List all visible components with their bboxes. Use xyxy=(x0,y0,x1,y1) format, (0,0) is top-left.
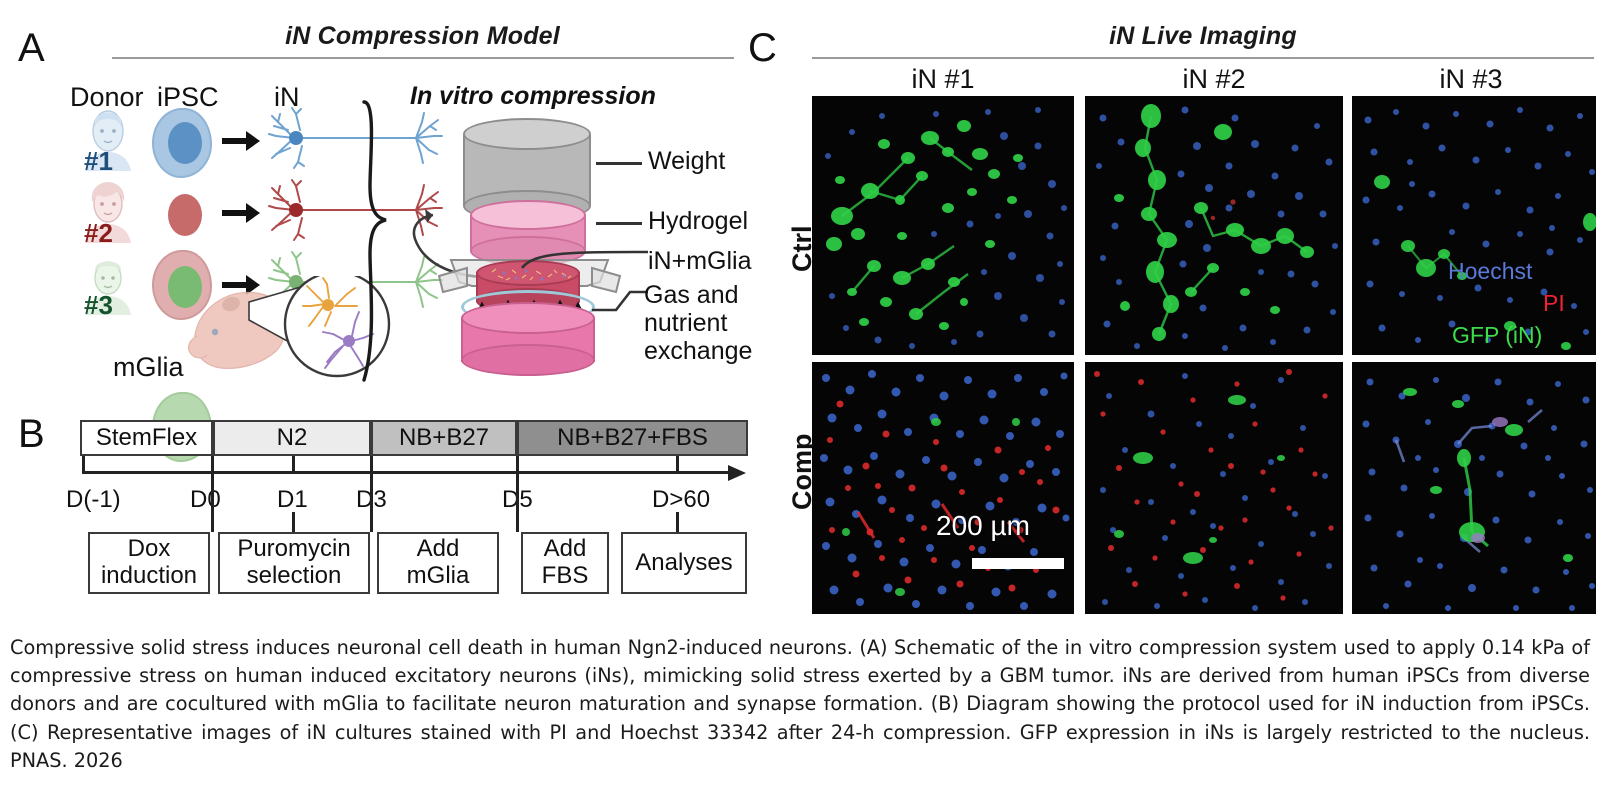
lead-line-culture xyxy=(520,250,649,269)
day-label-d0: D0 xyxy=(190,486,221,513)
lead-line-weight xyxy=(596,162,642,165)
panel-a-rule xyxy=(112,57,734,59)
apparatus-label-gas2: nutrient xyxy=(644,309,728,337)
neuron-icon-1 xyxy=(268,107,443,169)
weight-top xyxy=(463,118,591,150)
media-bar-nbb27: NB+B27 xyxy=(371,420,517,456)
micrograph-comp-in3 xyxy=(1352,362,1596,614)
event-box-puromycin-line2: selection xyxy=(246,562,342,589)
event-box-mglia: Add mGlia xyxy=(377,532,499,594)
arrow-icon-1 xyxy=(222,130,260,152)
event-box-dox-line2: induction xyxy=(100,562,198,589)
day-label-d1: D1 xyxy=(277,486,308,513)
culture-surface xyxy=(476,260,580,286)
micrograph-comp-in1: 200 µm xyxy=(812,362,1074,614)
event-box-puromycin: Puromycin selection xyxy=(218,532,370,594)
apparatus-label-gas1: Gas and xyxy=(644,281,739,309)
panel-a-col-apparatus: In vitro compression xyxy=(410,82,656,110)
scalebar-label: 200 µm xyxy=(936,510,1030,541)
tick-d5 xyxy=(516,456,519,474)
grouping-brace xyxy=(362,100,387,382)
legend-gfp: GFP (iN) xyxy=(1452,322,1543,348)
connector-d3 xyxy=(370,474,373,532)
tick-dneg1 xyxy=(82,456,85,474)
connector-d5 xyxy=(516,474,519,532)
donor-id-2: #2 xyxy=(84,218,113,248)
media-bar-nbb27-label: NB+B27 xyxy=(398,424,490,451)
timeline-axis xyxy=(82,471,734,474)
well-bottom xyxy=(461,344,595,376)
media-bar-nbb27fbs-label: NB+B27+FBS xyxy=(557,424,708,451)
legend-pi: PI xyxy=(1543,290,1565,316)
tick-d1 xyxy=(292,456,295,474)
tick-dgt60 xyxy=(676,456,679,474)
micrograph-ctrl-in2 xyxy=(1085,96,1343,355)
hydrogel-top xyxy=(470,200,586,230)
ipsc-nucleus-3 xyxy=(168,266,202,308)
event-box-dox: Dox induction xyxy=(88,532,210,594)
tick-d0 xyxy=(211,456,214,474)
event-box-puromycin-line1: Puromycin xyxy=(237,535,351,563)
donor-avatar-icon-3 xyxy=(85,261,131,315)
connector-dgt60 xyxy=(676,512,679,532)
connector-d1 xyxy=(292,512,295,532)
media-bar-nbb27fbs: NB+B27+FBS xyxy=(517,420,748,456)
event-box-analyses-label: Analyses xyxy=(635,548,733,576)
donor-avatar-icon-2 xyxy=(85,182,131,243)
arrow-icon-3 xyxy=(222,274,260,296)
micrograph-ctrl-in1 xyxy=(812,96,1074,355)
event-box-dox-line1: Dox xyxy=(127,535,171,563)
arrow-icon-2 xyxy=(222,202,260,224)
well-top xyxy=(461,302,595,334)
panel-c-title: iN Live Imaging xyxy=(1109,22,1297,50)
day-label-dneg1: D(-1) xyxy=(66,486,121,513)
media-bar-stemflex: StemFlex xyxy=(80,420,213,456)
panel-c-rule xyxy=(812,57,1594,59)
timeline-arrow-icon xyxy=(728,465,746,481)
day-label-dgt60: D>60 xyxy=(652,486,711,513)
tick-d3 xyxy=(370,456,373,474)
apparatus-label-hydrogel: Hydrogel xyxy=(648,207,749,235)
mglia-label: mGlia xyxy=(113,352,184,382)
panel-a-col-in: iN xyxy=(274,82,300,112)
panel-c-letter: C xyxy=(748,26,777,70)
scalebar xyxy=(972,558,1064,569)
legend-hoechst: Hoechst xyxy=(1448,258,1533,284)
event-box-mglia-line1: Add xyxy=(416,535,460,563)
lead-line-gas xyxy=(592,290,648,312)
panel-b-letter: B xyxy=(18,412,45,456)
micrograph-comp-in2 xyxy=(1085,362,1343,614)
apparatus-label-weight: Weight xyxy=(648,147,726,175)
lead-line-hydrogel xyxy=(596,222,642,225)
ipsc-nucleus-2 xyxy=(168,194,202,236)
micrograph-ctrl-in3 xyxy=(1352,96,1596,355)
apparatus-label-gas3: exchange xyxy=(644,337,753,365)
media-bar-n2-label: N2 xyxy=(276,424,308,451)
panel-a-col-ipsc: iPSC xyxy=(157,82,219,112)
media-bar-n2: N2 xyxy=(213,420,371,456)
donor-id-3: #3 xyxy=(84,290,113,320)
panel-a-letter: A xyxy=(18,26,45,70)
ipsc-nucleus-1 xyxy=(168,122,202,164)
column-title-in1: iN #1 xyxy=(911,64,975,94)
apparatus-label-culture: iN+mGlia xyxy=(648,247,752,275)
event-box-mglia-line2: mGlia xyxy=(406,562,470,589)
figure-caption: Compressive solid stress induces neurona… xyxy=(10,636,1590,772)
event-box-fbs: Add FBS xyxy=(521,532,609,594)
donor-id-1: #1 xyxy=(84,146,113,176)
connector-d0 xyxy=(211,474,214,532)
mouse-mglia-icon xyxy=(187,276,391,378)
column-title-in2: iN #2 xyxy=(1182,64,1246,94)
panel-a-title: iN Compression Model xyxy=(285,22,560,50)
event-box-analyses: Analyses xyxy=(621,532,747,594)
event-box-fbs-line1: Add xyxy=(543,535,587,563)
neuron-icon-2 xyxy=(268,179,443,241)
event-box-fbs-line2: FBS xyxy=(541,562,589,589)
media-bar-stemflex-label: StemFlex xyxy=(95,424,198,451)
donor-avatar-icon-1 xyxy=(85,110,131,171)
column-title-in3: iN #3 xyxy=(1439,64,1503,94)
panel-a-col-donor: Donor xyxy=(70,82,144,112)
